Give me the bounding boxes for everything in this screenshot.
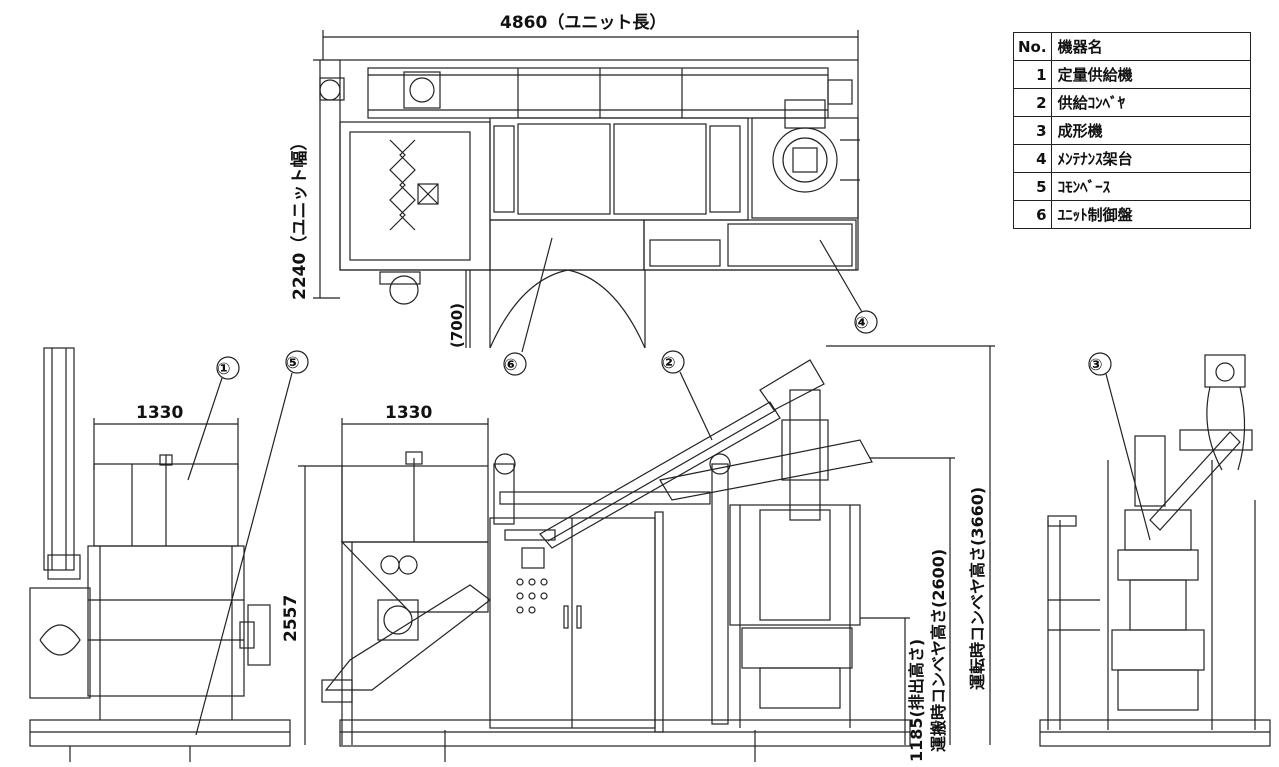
legend-row-name: 成形機 — [1050, 116, 1251, 145]
front-view: 2557 1330 — [281, 345, 995, 762]
legend-row-no: 1 — [1013, 60, 1052, 89]
callout-1: ① — [217, 359, 231, 378]
callout-2: ② — [662, 353, 676, 372]
legend-row-name: 供給ｺﾝﾍﾞﾔ — [1050, 88, 1251, 117]
door-clearance-label: (700) — [448, 303, 466, 348]
equipment-legend-table: No. 機器名 1 定量供給機 2 供給ｺﾝﾍﾞﾔ 3 成形機 4 ﾒﾝﾃﾅﾝｽ… — [1013, 32, 1251, 229]
legend-row-name: ﾕﾆｯﾄ制御盤 — [1050, 200, 1251, 229]
front-width-label: 1330 — [385, 403, 432, 423]
side-view: 1330 ① ⑤ — [29, 347, 309, 762]
legend-header-row: No. 機器名 — [1013, 32, 1251, 61]
legend-row: 3 成形機 — [1013, 116, 1251, 145]
plan-view: 4860（ユニット長） 2240（ユニット幅） — [289, 12, 878, 376]
body-height-label: 2557 — [281, 595, 301, 642]
legend-row-no: 6 — [1013, 200, 1052, 229]
unit-width-label: 2240（ユニット幅） — [289, 134, 310, 300]
callout-3: ③ — [1089, 355, 1103, 374]
legend-row-no: 4 — [1013, 144, 1052, 173]
callout-5: ⑤ — [286, 353, 300, 372]
callout-4: ④ — [855, 313, 869, 332]
legend-row: 4 ﾒﾝﾃﾅﾝｽ架台 — [1013, 144, 1251, 173]
legend-row: 1 定量供給機 — [1013, 60, 1251, 89]
unit-length-label: 4860（ユニット長） — [500, 12, 666, 33]
legend-row-name: ｺﾓﾝﾍﾞｰｽ — [1050, 172, 1251, 201]
side-width-label: 1330 — [136, 403, 183, 423]
legend-header-no: No. — [1013, 32, 1052, 61]
callout-6: ⑥ — [504, 355, 518, 374]
legend-row-no: 2 — [1013, 88, 1052, 117]
legend-row: 6 ﾕﾆｯﾄ制御盤 — [1013, 200, 1251, 229]
operating-height-label: 運転時コンベヤ高さ(3660) — [968, 487, 987, 690]
legend-header-name: 機器名 — [1050, 32, 1251, 61]
end-view: ③ — [1039, 352, 1271, 747]
legend-row: 5 ｺﾓﾝﾍﾞｰｽ — [1013, 172, 1251, 201]
legend-row: 2 供給ｺﾝﾍﾞﾔ — [1013, 88, 1251, 117]
legend-row-no: 5 — [1013, 172, 1052, 201]
discharge-height-label: 1185(排出高さ) — [907, 639, 926, 762]
legend-row-no: 3 — [1013, 116, 1052, 145]
transport-height-label: 運搬時コンベヤ高さ(2600) — [929, 549, 948, 752]
legend-row-name: ﾒﾝﾃﾅﾝｽ架台 — [1050, 144, 1251, 173]
legend-row-name: 定量供給機 — [1050, 60, 1251, 89]
